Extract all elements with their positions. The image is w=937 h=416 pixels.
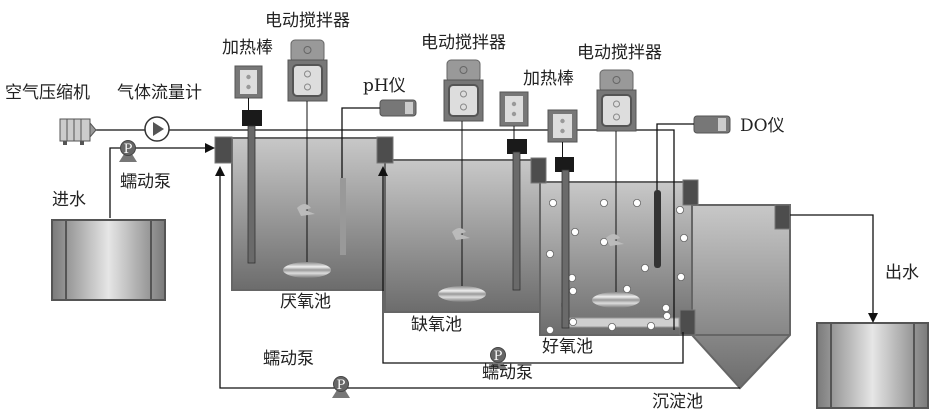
air-bubble bbox=[647, 321, 656, 330]
stirrer-2-label: 电动搅拌器 bbox=[421, 33, 506, 53]
aeration-diffuser bbox=[562, 317, 680, 328]
impeller bbox=[283, 262, 331, 278]
heater-1-label: 加热棒 bbox=[222, 38, 273, 58]
air-bubble bbox=[549, 198, 558, 207]
rotation-arrow-icon bbox=[452, 228, 470, 240]
air-bubble bbox=[623, 284, 632, 293]
effluent-label: 出水 bbox=[885, 263, 919, 283]
air-bubble bbox=[608, 322, 617, 331]
heater-rod-3-icon bbox=[547, 109, 578, 329]
air-bubble bbox=[600, 237, 609, 246]
electric-stirrer-1-icon bbox=[283, 39, 331, 278]
pump-symbol: P bbox=[124, 142, 133, 157]
stirrer-3-label: 电动搅拌器 bbox=[577, 43, 662, 63]
pump-symbol: P bbox=[337, 378, 346, 393]
impeller bbox=[592, 292, 640, 308]
air-bubble bbox=[546, 325, 555, 334]
rotation-arrow-icon bbox=[606, 234, 624, 246]
air-bubble bbox=[546, 249, 555, 258]
air-compressor-icon bbox=[59, 118, 97, 145]
air-bubble bbox=[662, 303, 671, 312]
nitrate-recycle-line bbox=[378, 166, 684, 364]
rotation-arrow-icon bbox=[297, 204, 315, 216]
influent-label: 进水 bbox=[52, 190, 86, 210]
air-bubble bbox=[633, 198, 642, 207]
anoxic-tank-label: 缺氧池 bbox=[411, 315, 462, 335]
ph-meter-icon bbox=[340, 99, 417, 255]
impeller bbox=[438, 286, 486, 302]
air-bubble bbox=[571, 227, 580, 236]
pump-inlet-label: 蠕动泵 bbox=[120, 172, 171, 192]
air-bubble bbox=[677, 272, 686, 281]
pump-nitrate-label: 蠕动泵 bbox=[482, 363, 533, 383]
heater-2-label: 加热棒 bbox=[523, 69, 574, 89]
settling-tank-label: 沉淀池 bbox=[652, 392, 703, 412]
peristaltic-pump-nitrate-icon: P bbox=[489, 347, 507, 369]
electric-stirrer-3-icon bbox=[592, 69, 640, 308]
heater-rod-2-icon bbox=[499, 91, 529, 291]
air-bubble bbox=[568, 273, 577, 282]
peristaltic-pump-sludge-icon: P bbox=[332, 376, 350, 398]
air-compressor-label: 空气压缩机 bbox=[5, 83, 90, 103]
ph-meter-label: pH仪 bbox=[363, 76, 406, 96]
heater-rod-1-icon bbox=[234, 65, 263, 264]
air-bubble bbox=[663, 311, 672, 320]
influent-line bbox=[109, 143, 215, 218]
influent-tank bbox=[51, 219, 166, 301]
settling-tank bbox=[691, 204, 791, 390]
pump-sludge-label: 蠕动泵 bbox=[263, 349, 314, 369]
air-bubble bbox=[680, 233, 689, 242]
sludge-return-line bbox=[215, 166, 740, 389]
air-bubble bbox=[600, 198, 609, 207]
air-bubble bbox=[641, 263, 650, 272]
electric-stirrer-2-icon bbox=[438, 59, 486, 302]
air-bubble bbox=[676, 205, 685, 214]
stirrer-1-label: 电动搅拌器 bbox=[265, 11, 350, 31]
peristaltic-pump-inlet-icon: P bbox=[119, 140, 137, 162]
ports bbox=[214, 136, 791, 336]
air-bubble bbox=[569, 286, 578, 295]
air-bubble bbox=[569, 317, 578, 326]
pump-symbol: P bbox=[494, 349, 503, 364]
gas-flowmeter-icon bbox=[144, 116, 170, 142]
effluent-line bbox=[790, 214, 878, 323]
gas-flowmeter-label: 气体流量计 bbox=[117, 83, 202, 103]
anaerobic-tank-label: 厌氧池 bbox=[280, 292, 331, 312]
effluent-tank bbox=[816, 322, 929, 409]
do-meter-icon bbox=[654, 115, 731, 268]
do-meter-label: DO仪 bbox=[740, 116, 785, 136]
aerobic-tank-label: 好氧池 bbox=[542, 337, 593, 357]
air-line bbox=[95, 129, 675, 330]
